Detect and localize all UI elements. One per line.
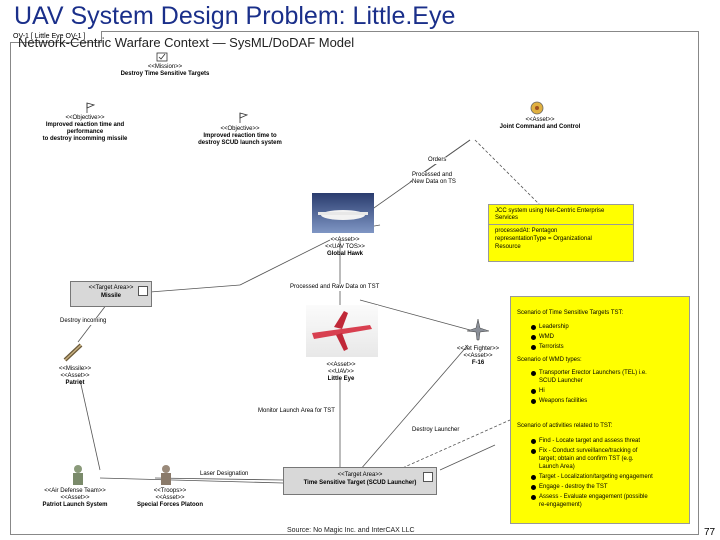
objective-1-name: performance [66, 129, 104, 135]
patriot-launch-stereotype: <<Air Defense Team>> [44, 488, 106, 494]
little-eye-node[interactable]: <<Asset>> <<UAV>> Little Eye [296, 362, 386, 383]
global-hawk-image [312, 193, 374, 233]
edge-label-processed-raw-data: Processed and Raw Data on TST [290, 284, 380, 291]
jcc-note-line: processedAt: Pentagon [495, 228, 558, 234]
patriot-node[interactable]: <<Missile>> <<Asset>> Patriot [40, 366, 110, 387]
missile-name: Missile [100, 293, 121, 299]
edge-label-processed-new-data: Processed and New Data on TS [412, 172, 456, 186]
objective-2-name: Improved reaction time to [203, 133, 277, 139]
flag-icon [237, 112, 249, 124]
little-eye-stereotype: <<Asset>> [326, 362, 356, 368]
patriot-launch-stereotype: <<Asset>> [60, 495, 90, 501]
patriot-launch-node[interactable]: <<Air Defense Team>> <<Asset>> Patriot L… [20, 488, 130, 509]
jcc-note: JCC system using Net-Centric Enterprise … [488, 204, 634, 262]
note-bullet: Leadership [531, 324, 569, 330]
global-hawk-node[interactable]: <<Asset>> <<UAV TOS>> Global Hawk [300, 237, 390, 258]
edge-label-destroy-launcher: Destroy Launcher [412, 427, 460, 434]
note-continuation: Launch Area) [539, 464, 575, 470]
patriot-stereotype: <<Asset>> [60, 373, 90, 379]
global-hawk-stereotype: <<UAV TOS>> [325, 244, 365, 250]
source-caption: Source: No Magic Inc. and InterCAX LLC [287, 527, 415, 534]
note-continuation: re-engagement) [539, 502, 582, 508]
note-bullet: Weapons facilities [530, 398, 588, 404]
troops-icon [156, 464, 176, 486]
f16-stereotype: <<Asset>> [463, 353, 493, 359]
soldier-icon [68, 464, 88, 486]
note-bullet: Terrorists [531, 344, 564, 350]
f16-name: F-16 [471, 360, 485, 366]
missile-stereotype: <<Target Area>> [88, 285, 134, 291]
little-eye-name: Little Eye [327, 376, 355, 382]
flag-icon [84, 102, 96, 114]
mission-stereotype: <<Mission>> [147, 64, 183, 70]
jcc-note-line: representationType = Organizational [495, 236, 592, 242]
jcc-note-line: Resource [495, 244, 521, 250]
command-center-icon [530, 101, 544, 115]
jcc-note-title: JCC system using Net-Centric Enterprise [495, 208, 605, 214]
little-eye-stereotype: <<UAV>> [328, 369, 354, 375]
note-bullet: Assess - Evaluate engagement (possible [531, 494, 648, 500]
tst-stereotype: <<Target Area>> [337, 472, 383, 478]
jcc-name: Joint Command and Control [499, 124, 581, 130]
objective-1-name: to destroy incomming missile [42, 136, 128, 142]
note-bullet: Engage - destroy the TST [531, 484, 608, 490]
patriot-stereotype: <<Missile>> [58, 366, 92, 372]
note-bullet: Hi [531, 388, 545, 394]
note-heading: Scenario of Time Sensitive Targets TST: [517, 310, 624, 316]
jet-fighter-icon [466, 318, 490, 342]
mission-icon [156, 52, 168, 62]
global-hawk-name: Global Hawk [326, 251, 363, 257]
note-continuation: SCUD Launcher [539, 378, 583, 384]
global-hawk-stereotype: <<Asset>> [330, 237, 360, 243]
patriot-name: Patriot [65, 380, 85, 386]
mission-node[interactable]: <<Mission>> Destroy Time Sensitive Targe… [70, 64, 260, 78]
special-forces-name: Special Forces Platoon [136, 502, 204, 508]
edge-label-laser-designation: Laser Designation [200, 471, 249, 478]
jcc-note-title: Services [495, 215, 519, 221]
objective-2-stereotype: <<Objective>> [220, 126, 260, 132]
edge-label-destroy-incoming: Destroy incoming [60, 318, 107, 325]
note-bullet: Find - Locate target and assess threat [530, 438, 641, 444]
frame-label: OV-1 [ Little Eye OV-1 ] [10, 31, 102, 43]
note-heading: Scenario of WMD types: [517, 357, 582, 363]
mission-name: Destroy Time Sensitive Targets [120, 71, 210, 77]
note-bullet: Transporter Erector Launchers (TEL) i.e. [531, 370, 647, 376]
diagram-frame [10, 31, 699, 535]
objective-1-name: Improved reaction time and [45, 122, 125, 128]
objective-2-name: destroy SCUD launch system [198, 140, 282, 146]
edge-label-orders: Orders [428, 157, 447, 164]
objective-1-stereotype: <<Objective>> [65, 115, 105, 121]
missile-target-area[interactable]: <<Target Area>> Missile [70, 281, 152, 307]
tst-target-area[interactable]: <<Target Area>> Time Sensitive Target (S… [283, 467, 437, 495]
edge-label-monitor-launch: Monitor Launch Area for TST [258, 408, 335, 415]
note-bullet: Target - Localization/targeting engageme… [531, 474, 653, 480]
note-continuation: target; obtain and confirm TST (e.g. [539, 456, 634, 462]
note-bullet: Fix - Conduct surveillance/tracking of [530, 448, 638, 454]
special-forces-node[interactable]: <<Troops>> <<Asset>> Special Forces Plat… [115, 488, 225, 509]
tst-scenario-note: Scenario of Time Sensitive Targets TST: … [510, 296, 690, 524]
objective-2-node[interactable]: <<Objective>> Improved reaction time to … [170, 126, 310, 147]
special-forces-stereotype: <<Troops>> [153, 488, 187, 494]
note-bullet: WMD [531, 334, 554, 340]
jcc-note-divider [489, 224, 633, 225]
f16-stereotype: <<Jet Fighter>> [456, 346, 500, 352]
jcc-node[interactable]: <<Asset>> Joint Command and Control [470, 117, 610, 131]
slide-title: UAV System Design Problem: Little.Eye [14, 2, 456, 30]
jcc-stereotype: <<Asset>> [525, 117, 555, 123]
patriot-launch-name: Patriot Launch System [42, 502, 108, 508]
little-eye-image [306, 305, 378, 357]
page-number: 77 [704, 527, 716, 538]
target-area-icon [423, 472, 433, 482]
slide-subtitle: Network-Centric Warfare Context — SysML/… [18, 35, 355, 50]
special-forces-stereotype: <<Asset>> [155, 495, 185, 501]
f16-node[interactable]: <<Jet Fighter>> <<Asset>> F-16 [438, 346, 518, 367]
tst-name: Time Sensitive Target (SCUD Launcher) [303, 480, 417, 486]
patriot-missile-icon [62, 342, 84, 362]
note-heading: Scenario of activities related to TST: [517, 423, 613, 429]
objective-1-node[interactable]: <<Objective>> Improved reaction time and… [15, 115, 155, 143]
target-area-icon [138, 286, 148, 296]
